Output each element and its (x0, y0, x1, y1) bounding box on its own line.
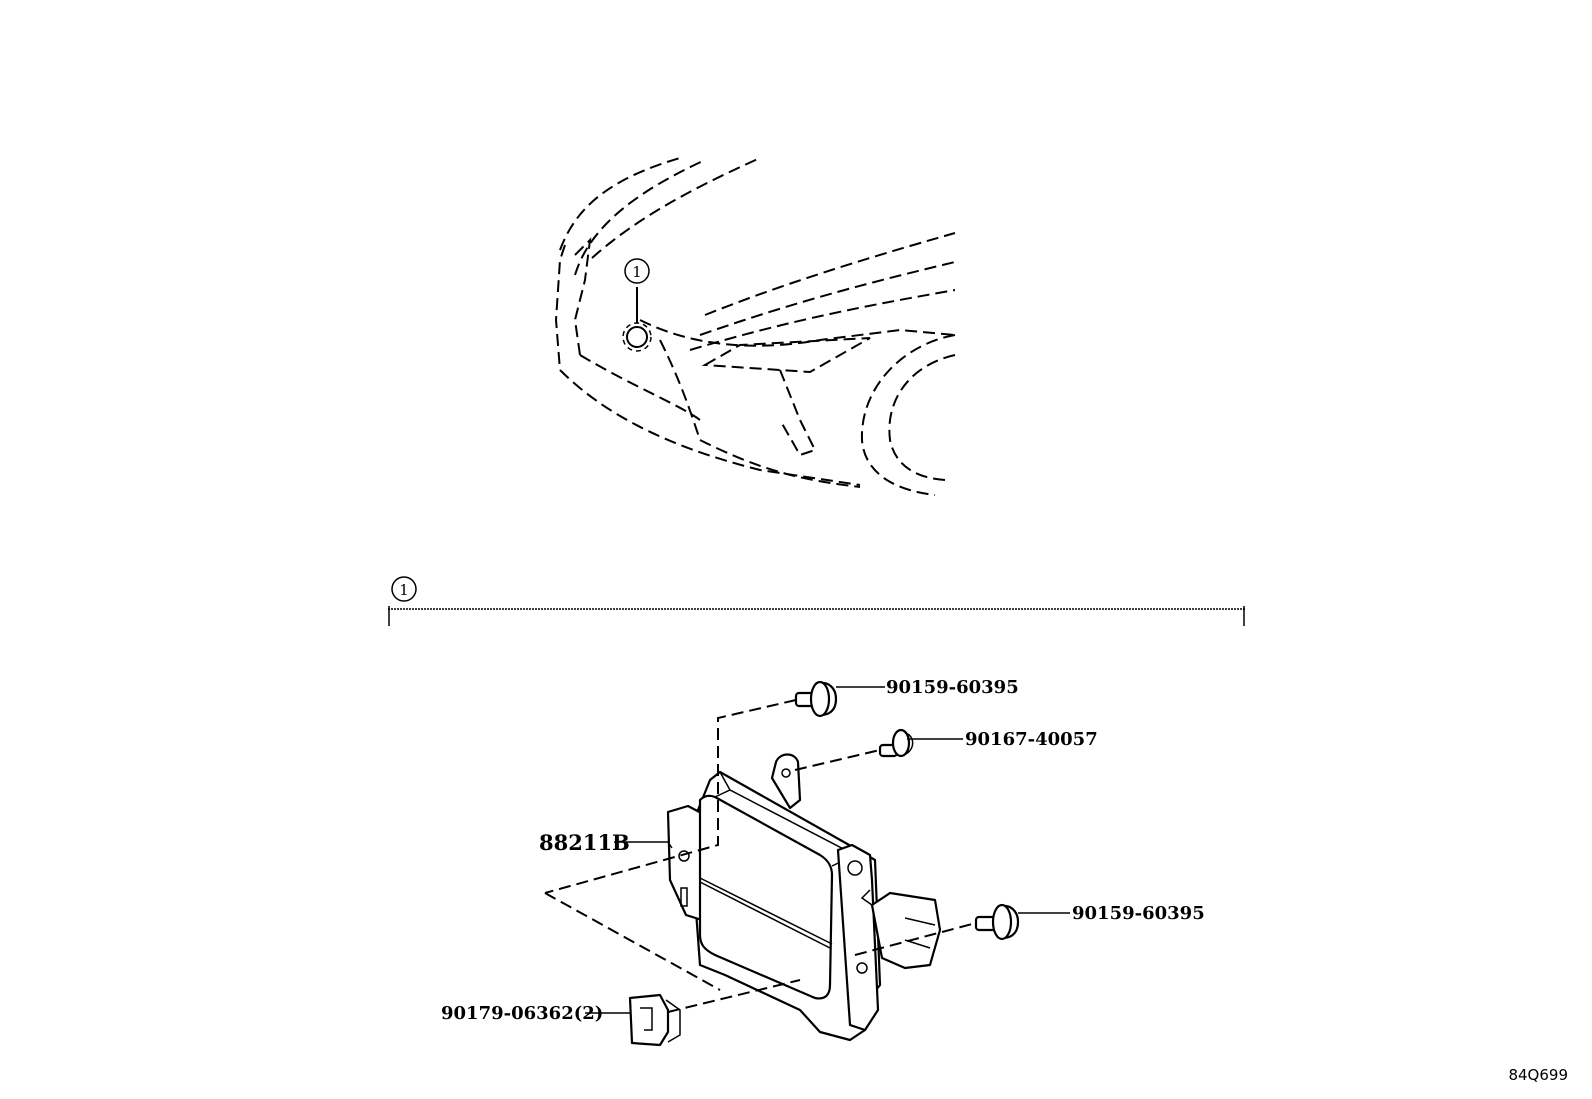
radar-sensor-unit (666, 753, 942, 1042)
clip-icon (628, 993, 681, 1047)
label-screw-upper[interactable]: 90167-40057 (965, 729, 1098, 750)
label-bolt-right[interactable]: 90159-60395 (1072, 903, 1205, 924)
bolt-right-icon (974, 903, 1020, 941)
illustration-code: 84Q699 (1508, 1066, 1568, 1084)
assembly-lines (544, 699, 977, 1013)
label-radar-sensor[interactable]: 88211B (539, 830, 630, 855)
group-callout-number: 1 (399, 581, 409, 599)
label-bolt-upper[interactable]: 90159-60395 (886, 677, 1019, 698)
location-callout-number: 1 (632, 263, 642, 281)
label-clip[interactable]: 90179-06362(2) (441, 1003, 603, 1024)
screw-upper-icon (878, 728, 914, 758)
bolt-upper-icon (794, 680, 838, 718)
vehicle-front-illustration: 1 (554, 157, 956, 496)
part-labels: 90159-60395 90167-40057 90159-60395 8821… (441, 677, 1205, 1024)
group-bracket: 1 (388, 576, 1245, 626)
